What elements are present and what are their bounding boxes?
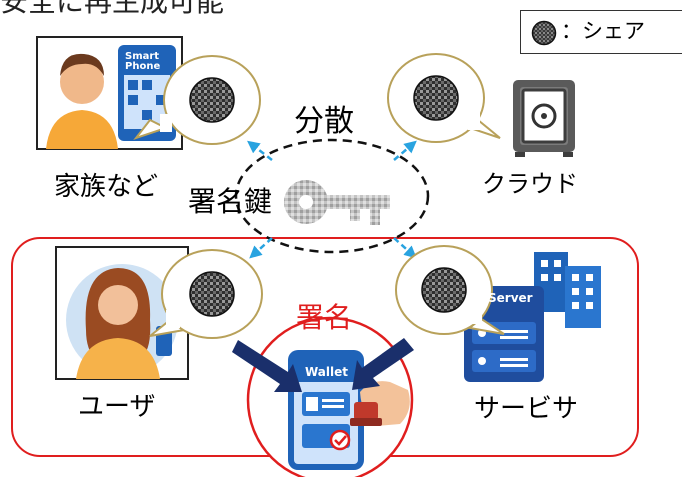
page-title: 安全に再生成可能 [0,0,225,18]
user-label: ユーザ [78,392,156,422]
service-building-icon [534,252,601,328]
wallet-app-text: Wallet [305,365,349,379]
arrow-user-to-wallet [232,340,302,392]
legend-label: ：シェア [561,19,645,43]
legend-box: ：シェア [520,10,682,54]
phone-text: Smart Phone [125,51,161,72]
arrow-to-family [247,140,273,161]
family-label: 家族など [54,172,159,202]
stamp-hand-icon [350,381,410,426]
share-icon [189,271,235,317]
bubble-service [395,245,505,335]
arrow-service-to-wallet [352,338,414,390]
bubble-user [149,249,263,339]
sign-label: 署名 [296,301,353,334]
arrow-to-service [393,237,417,259]
service-label: サービサ [474,394,579,424]
cloud-label: クラウド [482,170,578,198]
server-text: Server [488,291,533,305]
share-icon [421,267,467,313]
bubble-cloud [387,53,501,143]
arrow-to-user [249,237,273,259]
signing-key-icon [284,180,390,225]
distribute-label: 分散 [294,104,354,139]
share-icon [189,77,235,123]
distribution-ellipse [234,138,430,254]
cloud-safe-icon [513,80,575,157]
arrow-to-cloud [393,140,417,161]
signing-key-label: 署名鍵 [188,185,273,218]
share-icon [413,75,459,121]
wallet-phone-icon [288,350,364,470]
share-icon [531,20,557,46]
bubble-family [133,55,261,145]
